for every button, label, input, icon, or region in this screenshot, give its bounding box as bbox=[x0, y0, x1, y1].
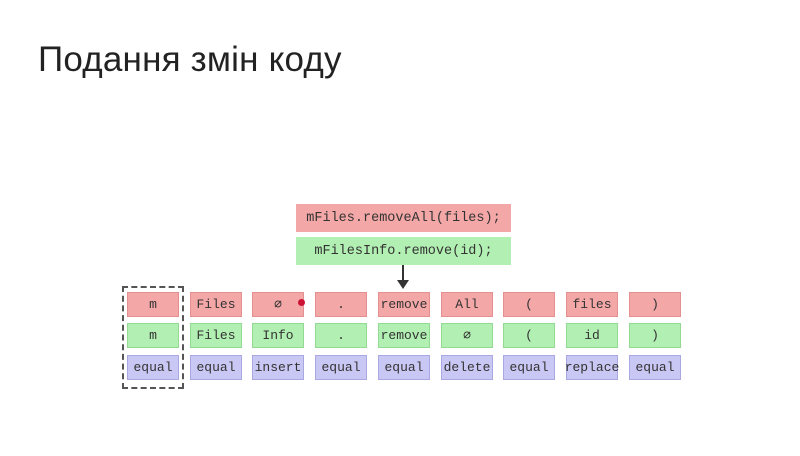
token-old-cell: files bbox=[566, 292, 618, 317]
token-old-cell: m bbox=[127, 292, 179, 317]
pointer-dot-icon bbox=[298, 299, 305, 306]
token-old-cell: ∅ bbox=[252, 292, 304, 317]
highlight-dashed-box bbox=[122, 286, 184, 389]
token-op-cell: equal bbox=[190, 355, 242, 380]
token-new-cell: Files bbox=[190, 323, 242, 348]
old-code-line: mFiles.removeAll(files); bbox=[296, 204, 511, 232]
token-old-cell: Files bbox=[190, 292, 242, 317]
token-old-cell: ( bbox=[503, 292, 555, 317]
token-op-cell: equal bbox=[127, 355, 179, 380]
token-op-cell: equal bbox=[315, 355, 367, 380]
arrow-down-icon bbox=[402, 265, 404, 281]
token-new-cell: ∅ bbox=[441, 323, 493, 348]
token-op-cell: equal bbox=[503, 355, 555, 380]
token-new-cell: ) bbox=[629, 323, 681, 348]
token-new-cell: . bbox=[315, 323, 367, 348]
token-op-cell: insert bbox=[252, 355, 304, 380]
token-new-cell: remove bbox=[378, 323, 430, 348]
token-new-cell: ( bbox=[503, 323, 555, 348]
token-new-cell: id bbox=[566, 323, 618, 348]
token-op-cell: equal bbox=[378, 355, 430, 380]
token-new-cell: Info bbox=[252, 323, 304, 348]
token-old-cell: ) bbox=[629, 292, 681, 317]
token-op-cell: equal bbox=[629, 355, 681, 380]
new-code-line: mFilesInfo.remove(id); bbox=[296, 237, 511, 265]
token-op-cell: delete bbox=[441, 355, 493, 380]
token-op-cell: replace bbox=[565, 355, 619, 380]
token-old-cell: remove bbox=[378, 292, 430, 317]
slide-title: Подання змін коду bbox=[38, 40, 342, 79]
token-old-cell: . bbox=[315, 292, 367, 317]
arrow-head-icon bbox=[397, 280, 409, 289]
token-new-cell: m bbox=[127, 323, 179, 348]
token-old-cell: All bbox=[441, 292, 493, 317]
